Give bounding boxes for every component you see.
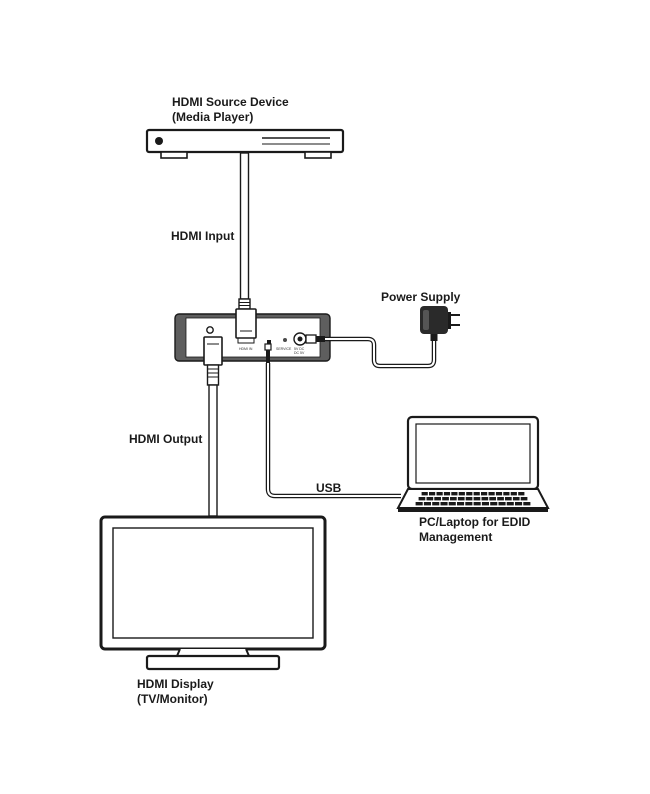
laptop-key xyxy=(481,502,489,506)
laptop-key xyxy=(429,492,436,496)
tv-monitor-icon xyxy=(99,515,327,671)
laptop-key xyxy=(503,492,510,496)
power-adapter-icon xyxy=(420,306,460,341)
source-device-title: HDMI Source Device xyxy=(172,95,289,109)
laptop-icon xyxy=(396,415,550,512)
port-label-hdmi-in: HDMI IN xyxy=(239,347,253,351)
port-label-power: 5V DC DC 5V xyxy=(294,347,304,355)
laptop-subtitle: Management xyxy=(419,530,493,544)
laptop-keyboard xyxy=(415,492,531,506)
laptop-key xyxy=(489,497,496,501)
laptop-key xyxy=(423,502,431,506)
media-player-icon xyxy=(145,128,345,159)
laptop-key xyxy=(510,492,517,496)
laptop-label: PC/Laptop for EDID Management xyxy=(419,515,530,545)
laptop-key xyxy=(505,497,512,501)
laptop-key xyxy=(523,502,531,506)
laptop-key xyxy=(457,497,465,501)
laptop-key xyxy=(520,497,528,501)
hdmi-output-label: HDMI Output xyxy=(129,432,203,446)
laptop-key xyxy=(418,497,426,501)
laptop-key xyxy=(442,497,449,501)
laptop-key xyxy=(436,492,443,496)
laptop-key xyxy=(451,492,458,496)
laptop-title: PC/Laptop for EDID xyxy=(419,515,531,529)
display-label: HDMI Display (TV/Monitor) xyxy=(137,677,214,707)
port-label-power-line2: DC 5V xyxy=(294,351,305,355)
laptop-key xyxy=(498,502,506,506)
laptop-key xyxy=(450,497,457,501)
laptop-key xyxy=(481,497,489,501)
hdmi-input-connector xyxy=(235,308,257,339)
laptop-key xyxy=(473,497,481,501)
laptop-key xyxy=(465,502,473,506)
power-cable xyxy=(305,334,437,369)
power-supply-label: Power Supply xyxy=(381,290,461,304)
port-label-service: SERVICE xyxy=(276,347,292,351)
usb-cable xyxy=(264,343,401,499)
laptop-key xyxy=(497,497,504,501)
laptop-key xyxy=(481,492,488,496)
laptop-key xyxy=(473,502,481,506)
laptop-key xyxy=(426,497,434,501)
hdmi-input-label: HDMI Input xyxy=(171,229,235,243)
laptop-key xyxy=(515,502,523,506)
laptop-key xyxy=(488,492,495,496)
hdmi-input-cable xyxy=(238,152,251,310)
laptop-key xyxy=(432,502,440,506)
laptop-key xyxy=(465,497,473,501)
laptop-key xyxy=(518,492,525,496)
laptop-key xyxy=(448,502,456,506)
laptop-key xyxy=(473,492,480,496)
laptop-key xyxy=(512,497,520,501)
laptop-key xyxy=(421,492,428,496)
laptop-key xyxy=(415,502,423,506)
source-device-subtitle: (Media Player) xyxy=(172,110,254,124)
port-label-power-line1: 5V DC xyxy=(294,347,305,351)
laptop-key xyxy=(440,502,448,506)
hdmi-output-cable xyxy=(203,336,223,517)
laptop-key xyxy=(495,492,503,496)
source-device-label: HDMI Source Device (Media Player) xyxy=(172,95,289,125)
display-subtitle: (TV/Monitor) xyxy=(137,692,208,706)
laptop-key xyxy=(443,492,451,496)
laptop-key xyxy=(457,502,465,506)
usb-label: USB xyxy=(316,481,342,495)
laptop-key xyxy=(434,497,441,501)
laptop-key xyxy=(458,492,465,496)
display-title: HDMI Display xyxy=(137,677,214,691)
laptop-key xyxy=(490,502,498,506)
laptop-key xyxy=(506,502,514,506)
laptop-key xyxy=(466,492,473,496)
